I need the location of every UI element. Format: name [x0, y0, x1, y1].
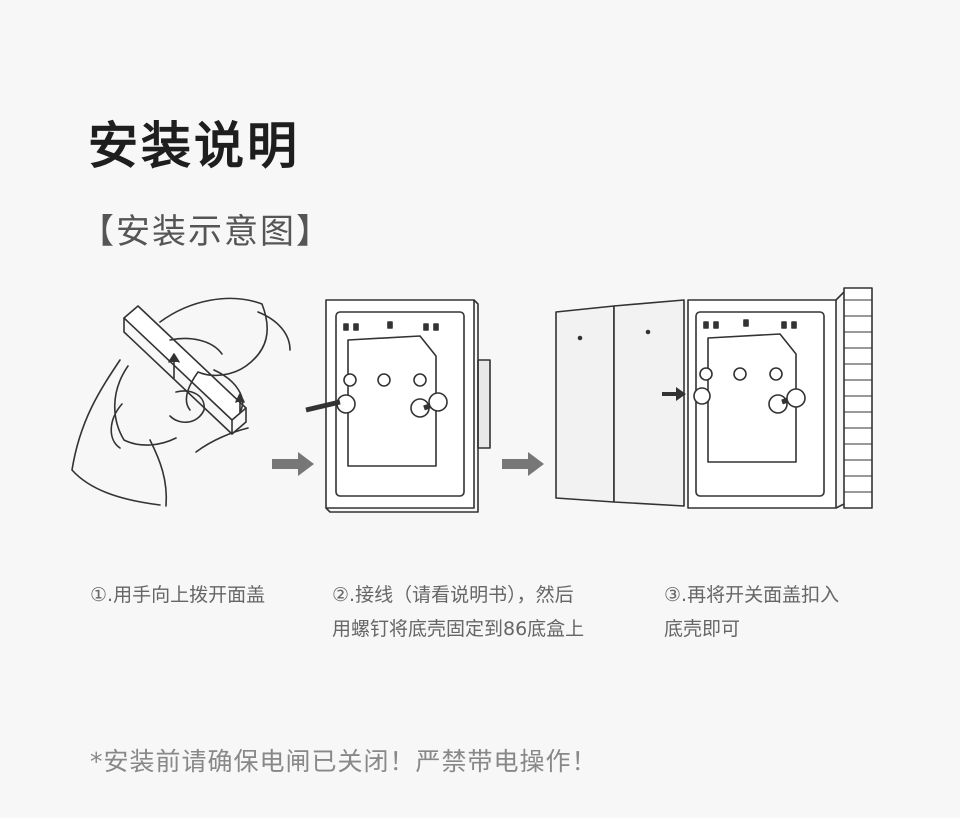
section-subtitle: 【安装示意图】: [80, 212, 332, 252]
page-title: 安装说明: [88, 117, 300, 175]
step-2-line-2: 用螺钉将底壳固定到86底盒上: [332, 618, 585, 640]
screw-icon: [305, 394, 356, 414]
step-3-line-1: ③.再将开关面盖扣入: [664, 584, 840, 606]
step-2-line-1: ②.接线（请看说明书），然后: [332, 584, 574, 606]
step-1-text: ①.用手向上拨开面盖: [90, 578, 265, 612]
screw-icon: [768, 388, 806, 414]
step-2-text: ②.接线（请看说明书），然后 用螺钉将底壳固定到86底盒上: [332, 578, 584, 646]
step-3-text: ③.再将开关面盖扣入 底壳即可: [664, 578, 839, 646]
screw-icon: [410, 392, 448, 418]
brick-wall: [843, 287, 873, 509]
step-arrow-icon: [272, 452, 314, 476]
step-1-line-1: ①.用手向上拨开面盖: [90, 584, 266, 606]
safety-notice: *安装前请确保电闸已关闭！严禁带电操作！: [90, 747, 598, 776]
step-3-line-2: 底壳即可: [664, 618, 741, 640]
hand-opening-cover-illustration: [71, 297, 291, 507]
step-arrow-icon: [502, 452, 544, 476]
cover-snap-illustration: [555, 287, 873, 509]
base-plate-screw-illustration: [305, 299, 491, 513]
